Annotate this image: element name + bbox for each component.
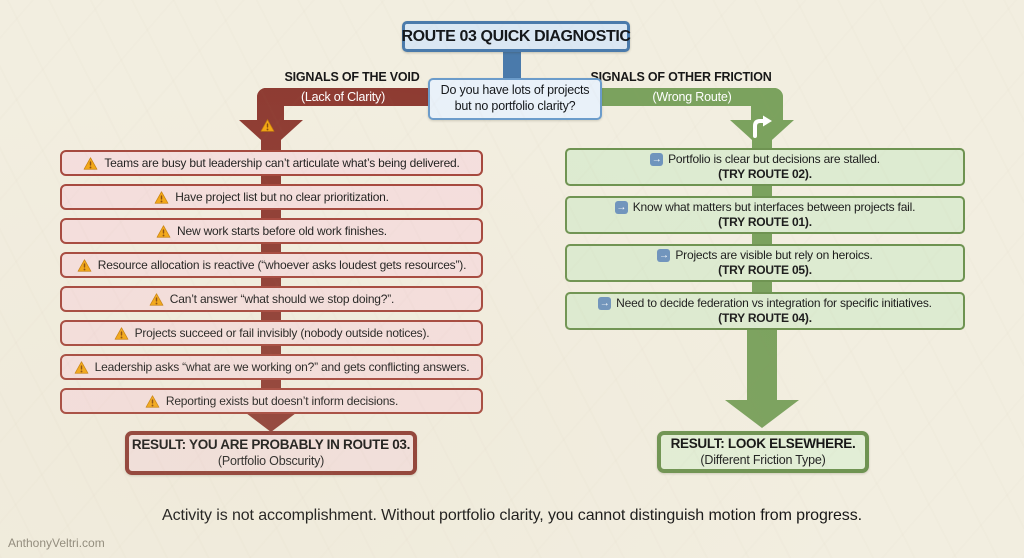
warning-icon [83,156,98,170]
arrow-right-icon: → [650,153,664,166]
result-title: RESULT: YOU ARE PROBABLY IN ROUTE 03. [131,436,411,452]
signal-text: Projects succeed or fail invisibly (nobo… [134,326,430,340]
signal-text: Need to decide federation vs integration… [616,296,932,310]
left-signal-item: Teams are busy but leadership can’t arti… [60,150,483,176]
right-signal-item: → Projects are visible but rely on heroi… [565,244,965,282]
site-credit: AnthonyVeltri.com [8,536,105,550]
left-branch-corner [257,88,284,122]
left-branch-arrow-down [239,120,303,149]
warning-icon [74,360,89,374]
page-title: ROUTE 03 QUICK DIAGNOSTIC [401,21,631,52]
right-branch-arrow-down [730,120,794,149]
left-signal-item: Reporting exists but doesn’t inform deci… [60,388,483,414]
left-signal-item: Projects succeed or fail invisibly (nobo… [60,320,483,346]
tagline: Activity is not accomplishment. Without … [162,507,862,524]
signal-text: Leadership asks “what are we working on?… [94,360,470,374]
arrow-right-icon: → [614,201,628,214]
turn-right-icon [747,114,775,143]
route-suggestion: (TRY ROUTE 04). [718,311,812,325]
right-branch-subheader: (Wrong Route) [652,90,732,104]
right-branch-header: SIGNALS OF OTHER FRICTION [590,70,772,84]
left-signal-item: Can’t answer “what should we stop doing?… [60,286,483,312]
route-suggestion: (TRY ROUTE 02). [718,167,812,181]
right-signal-item: → Portfolio is clear but decisions are s… [565,148,965,186]
warning-icon [77,258,92,272]
right-result-box: RESULT: LOOK ELSEWHERE. (Different Frict… [657,431,869,473]
warning-icon [260,119,275,137]
right-branch-corner [751,88,783,122]
diagnostic-question: Do you have lots of projects but no port… [428,78,602,120]
signal-text: Can’t answer “what should we stop doing?… [169,292,395,306]
left-result-arrow [246,413,296,432]
route-suggestion: (TRY ROUTE 01). [718,215,812,229]
warning-icon [156,224,171,238]
left-branch-subheader: (Lack of Clarity) [300,90,386,104]
signal-text: Portfolio is clear but decisions are sta… [668,152,880,166]
right-branch-bar: (Wrong Route) [601,88,783,106]
right-signal-item: → Know what matters but interfaces betwe… [565,196,965,234]
signal-text: Teams are busy but leadership can’t arti… [104,156,460,170]
right-signal-item: → Need to decide federation vs integrati… [565,292,965,330]
warning-icon [154,190,169,204]
left-signal-item: Have project list but no clear prioritiz… [60,184,483,210]
warning-icon [114,326,129,340]
signal-text: Projects are visible but rely on heroics… [675,248,873,262]
left-branch-bar: (Lack of Clarity) [257,88,429,106]
signal-text: New work starts before old work finishes… [177,224,387,238]
warning-icon [145,394,160,408]
signal-text: Know what matters but interfaces between… [632,200,916,214]
left-result-box: RESULT: YOU ARE PROBABLY IN ROUTE 03. (P… [125,431,417,475]
left-signal-item: Resource allocation is reactive (“whoeve… [60,252,483,278]
arrow-right-icon: → [598,297,612,310]
route-suggestion: (TRY ROUTE 05). [718,263,812,277]
warning-icon [260,119,275,132]
title-connector [503,50,521,80]
right-result-arrow [725,400,799,428]
signal-text: Have project list but no clear prioritiz… [175,190,389,204]
arrow-right-icon: → [657,249,671,262]
result-subtitle: (Different Friction Type) [700,452,826,467]
result-title: RESULT: LOOK ELSEWHERE. [670,435,856,451]
left-signal-item: Leadership asks “what are we working on?… [60,354,483,380]
warning-icon [149,292,164,306]
signal-text: Resource allocation is reactive (“whoeve… [97,258,467,272]
left-signal-item: New work starts before old work finishes… [60,218,483,244]
right-connector-strip [752,140,772,332]
result-subtitle: (Portfolio Obscurity) [217,453,325,468]
left-branch-header: SIGNALS OF THE VOID [284,70,420,84]
right-result-arrow-shaft [747,330,777,402]
signal-text: Reporting exists but doesn’t inform deci… [165,394,399,408]
